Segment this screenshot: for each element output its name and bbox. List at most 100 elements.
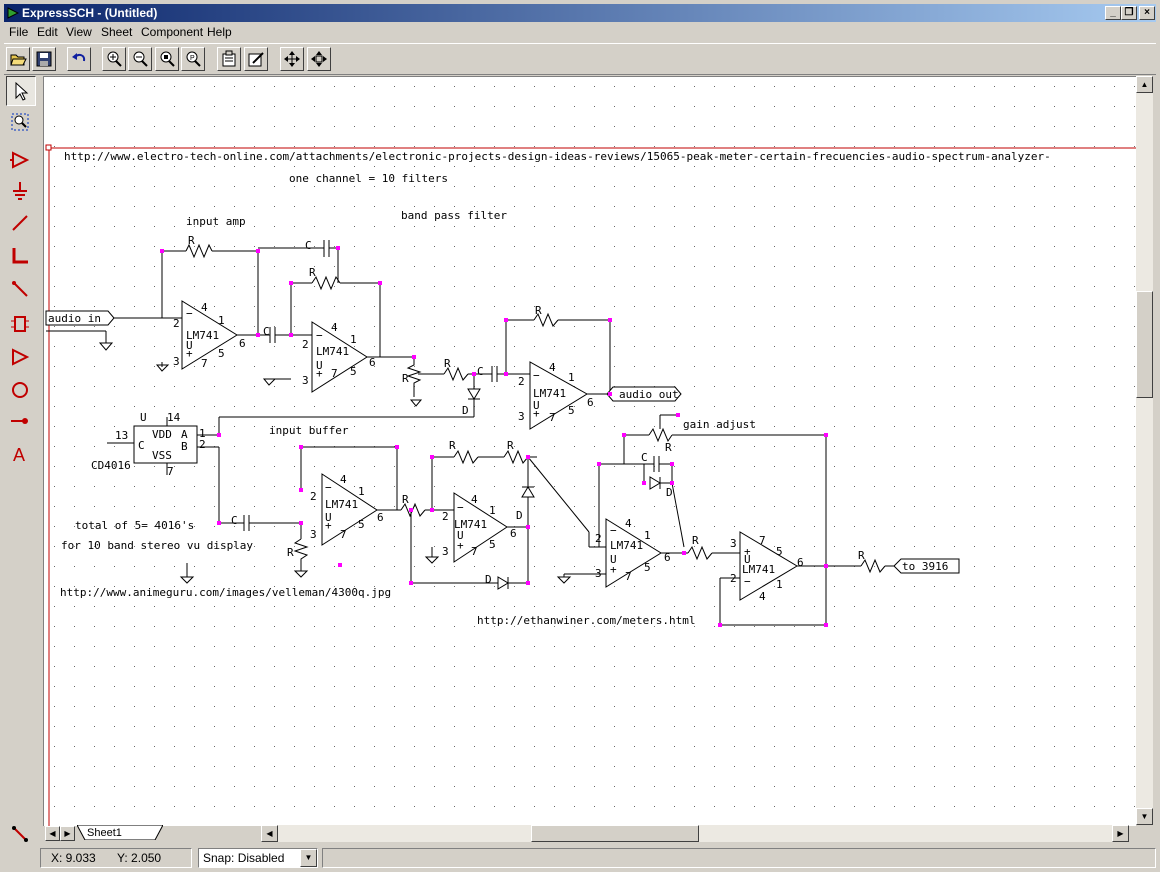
svg-text:6: 6 <box>510 527 517 540</box>
chip-tool[interactable] <box>6 310 34 338</box>
menu-component[interactable]: Component <box>141 25 204 39</box>
tab-next-button[interactable]: ▶ <box>60 826 75 841</box>
wire-tool[interactable] <box>6 209 34 237</box>
diode[interactable] <box>497 576 509 590</box>
resistor[interactable] <box>503 449 529 465</box>
svg-text:U: U <box>533 399 540 412</box>
port-to-3916-label: to 3916 <box>902 560 948 573</box>
zoom-out-button[interactable] <box>128 47 152 71</box>
route-tool[interactable] <box>6 820 34 848</box>
ground-symbol <box>98 342 114 351</box>
svg-text:13: 13 <box>115 429 128 442</box>
svg-text:14: 14 <box>167 411 181 424</box>
restore-button[interactable]: ❐ <box>1121 6 1137 20</box>
zoom-fit-button[interactable] <box>155 47 179 71</box>
svg-text:U: U <box>457 529 464 542</box>
open-button[interactable] <box>6 47 30 71</box>
menu-view[interactable]: View <box>66 25 92 39</box>
svg-text:Sheet1: Sheet1 <box>87 827 122 839</box>
svg-text:3: 3 <box>302 374 309 387</box>
resistor[interactable] <box>311 275 341 291</box>
potentiometer[interactable] <box>406 357 422 397</box>
minimize-button[interactable]: _ <box>1105 6 1121 20</box>
resistor[interactable] <box>860 558 886 574</box>
port-tool[interactable] <box>6 343 34 371</box>
pan-button[interactable] <box>280 47 304 71</box>
vertical-scroll-thumb[interactable] <box>1136 291 1153 398</box>
undo-button[interactable] <box>67 47 91 71</box>
svg-text:U: U <box>140 411 147 424</box>
menu-help[interactable]: Help <box>207 25 232 39</box>
sheet-tab-bar: ◀ ▶ Sheet1 ◀ ▶ <box>43 825 1155 842</box>
port-to-3916[interactable] <box>893 558 960 574</box>
svg-text:R: R <box>665 441 672 454</box>
resistor[interactable] <box>453 449 479 465</box>
opamp-output[interactable]: LM741 +− U 32 74 51 6 <box>730 531 804 603</box>
port-audio-in[interactable] <box>45 310 115 326</box>
chip-cd4016[interactable]: VDD VSS C A B U 14 13 1 2 7 CD4016 <box>91 411 206 478</box>
port-audio-out[interactable] <box>606 386 682 402</box>
tab-prev-button[interactable]: ◀ <box>45 826 60 841</box>
menu-file[interactable]: File <box>9 25 29 39</box>
opamp-rectifier-1[interactable]: LM741 −+ U 23 47 15 6 <box>442 492 517 563</box>
circle-tool[interactable] <box>6 376 34 404</box>
svg-text:U: U <box>316 359 323 372</box>
title-bar: ExpressSCH - (Untitled) _ ❐ × <box>4 4 1156 22</box>
bus-entry-tool[interactable] <box>6 275 34 303</box>
resistor[interactable] <box>185 243 213 259</box>
schematic-drawing[interactable]: http://www.electro-tech-online.com/attac… <box>44 77 1136 826</box>
diode[interactable] <box>467 388 481 400</box>
svg-text:3: 3 <box>518 410 525 423</box>
menu-edit[interactable]: Edit <box>37 25 58 39</box>
zoom-select-tool[interactable] <box>6 108 34 136</box>
ground-tool[interactable] <box>6 177 34 205</box>
resistor[interactable] <box>443 366 469 382</box>
svg-text:6: 6 <box>239 337 246 350</box>
chevron-down-icon[interactable]: ▼ <box>300 849 317 867</box>
component-tool[interactable] <box>6 146 34 174</box>
opamp-input-buffer[interactable]: LM741 −+ U 23 47 15 6 <box>310 473 384 546</box>
pan-center-button[interactable] <box>307 47 331 71</box>
scroll-left-button[interactable]: ◀ <box>261 825 278 842</box>
bus-tool[interactable] <box>6 242 34 270</box>
svg-text:1: 1 <box>358 485 365 498</box>
horizontal-scroll-thumb[interactable] <box>531 825 699 842</box>
svg-text:C: C <box>305 239 312 252</box>
horizontal-scrollbar[interactable]: ◀ ▶ <box>261 825 1129 842</box>
scroll-up-button[interactable]: ▲ <box>1136 76 1153 93</box>
vertical-scrollbar[interactable]: ▲ ▼ <box>1136 76 1153 825</box>
note-total: total of 5= 4016's <box>75 519 194 532</box>
save-button[interactable] <box>32 47 56 71</box>
gain-potentiometer[interactable] <box>648 427 673 443</box>
zoom-page-button[interactable]: P <box>181 47 205 71</box>
opamp-band-pass-1[interactable]: LM741 −+ U 23 47 15 6 <box>302 321 376 393</box>
close-button[interactable]: × <box>1139 6 1155 20</box>
select-tool[interactable] <box>6 76 36 106</box>
zoom-in-button[interactable] <box>102 47 126 71</box>
menu-sheet[interactable]: Sheet <box>101 25 133 39</box>
edit-properties-button[interactable] <box>244 47 268 71</box>
tab-sheet1[interactable]: Sheet1 <box>77 825 163 840</box>
schematic-canvas[interactable]: http://www.electro-tech-online.com/attac… <box>43 76 1136 826</box>
snap-dropdown[interactable]: Snap: Disabled ▼ <box>198 848 318 868</box>
properties-button[interactable] <box>217 47 241 71</box>
text-tool[interactable]: A <box>6 440 34 468</box>
svg-text:R: R <box>402 372 409 385</box>
resistor[interactable] <box>533 312 559 328</box>
opamp-band-pass-2[interactable]: LM741 −+ U 23 47 15 6 <box>518 361 594 430</box>
diode[interactable] <box>649 476 661 490</box>
junction-tool[interactable] <box>6 407 34 435</box>
sheet-corner-handle[interactable] <box>45 144 52 151</box>
resistor[interactable] <box>687 545 713 561</box>
status-bar: X: 9.033 Y: 2.050 Snap: Disabled ▼ <box>4 847 1156 868</box>
svg-text:LM741: LM741 <box>454 518 487 531</box>
scroll-down-button[interactable]: ▼ <box>1136 808 1153 825</box>
scroll-right-button[interactable]: ▶ <box>1112 825 1129 842</box>
svg-text:7: 7 <box>759 534 766 547</box>
opamp-input-amp[interactable]: LM741 −+ U 23 47 15 6 <box>173 300 246 370</box>
svg-text:R: R <box>858 549 865 562</box>
svg-text:C: C <box>231 514 238 527</box>
svg-text:6: 6 <box>587 396 594 409</box>
resistor[interactable] <box>293 538 309 571</box>
svg-text:−: − <box>744 575 751 588</box>
